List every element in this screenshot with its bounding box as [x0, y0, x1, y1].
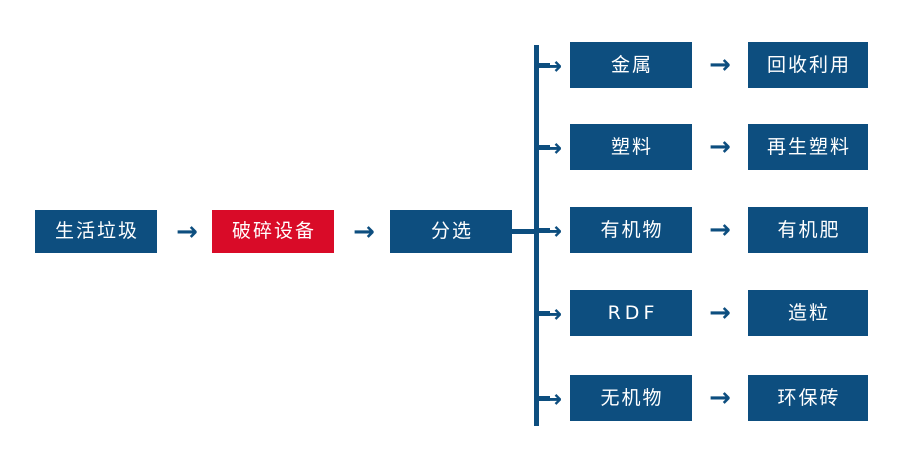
node-material-organic[interactable]: 有机物	[570, 207, 692, 253]
node-product-organic-fertilizer[interactable]: 有机肥	[748, 207, 868, 253]
node-product-eco-brick[interactable]: 环保砖	[748, 375, 868, 421]
branch-stub-1	[534, 63, 550, 68]
node-product-pelletizing[interactable]: 造粒	[748, 290, 868, 336]
node-input-waste[interactable]: 生活垃圾	[35, 210, 157, 253]
arrow-right-icon-branch-1: →	[709, 50, 731, 80]
branch-arrow-icon-2: →	[541, 133, 563, 162]
arrow-right-icon-branch-2: →	[709, 132, 731, 162]
branch-arrow-icon-1: →	[541, 51, 563, 80]
branch-stub-4	[534, 311, 550, 316]
connector-sorting-to-spine	[512, 229, 539, 234]
branch-arrow-icon-4: →	[541, 299, 563, 328]
node-product-recycling[interactable]: 回收利用	[748, 42, 868, 88]
branch-stub-3	[534, 228, 550, 233]
branch-stub-5	[534, 396, 550, 401]
arrow-right-icon-branch-4: →	[709, 298, 731, 328]
node-crushing-equipment[interactable]: 破碎设备	[212, 210, 334, 253]
node-material-rdf[interactable]: RDF	[570, 290, 692, 336]
node-product-recycled-plastic[interactable]: 再生塑料	[748, 124, 868, 170]
node-material-metal[interactable]: 金属	[570, 42, 692, 88]
node-material-plastic[interactable]: 塑料	[570, 124, 692, 170]
arrow-right-icon-branch-5: →	[709, 383, 731, 413]
branch-arrow-icon-5: →	[541, 384, 563, 413]
branch-stub-2	[534, 145, 550, 150]
vertical-distribution-spine	[534, 45, 539, 426]
arrow-right-icon-1: →	[176, 216, 198, 247]
arrow-right-icon-2: →	[353, 216, 375, 247]
node-sorting[interactable]: 分选	[390, 210, 512, 253]
branch-arrow-icon-3: →	[541, 216, 563, 245]
arrow-right-icon-branch-3: →	[709, 215, 731, 245]
node-material-inorganic[interactable]: 无机物	[570, 375, 692, 421]
